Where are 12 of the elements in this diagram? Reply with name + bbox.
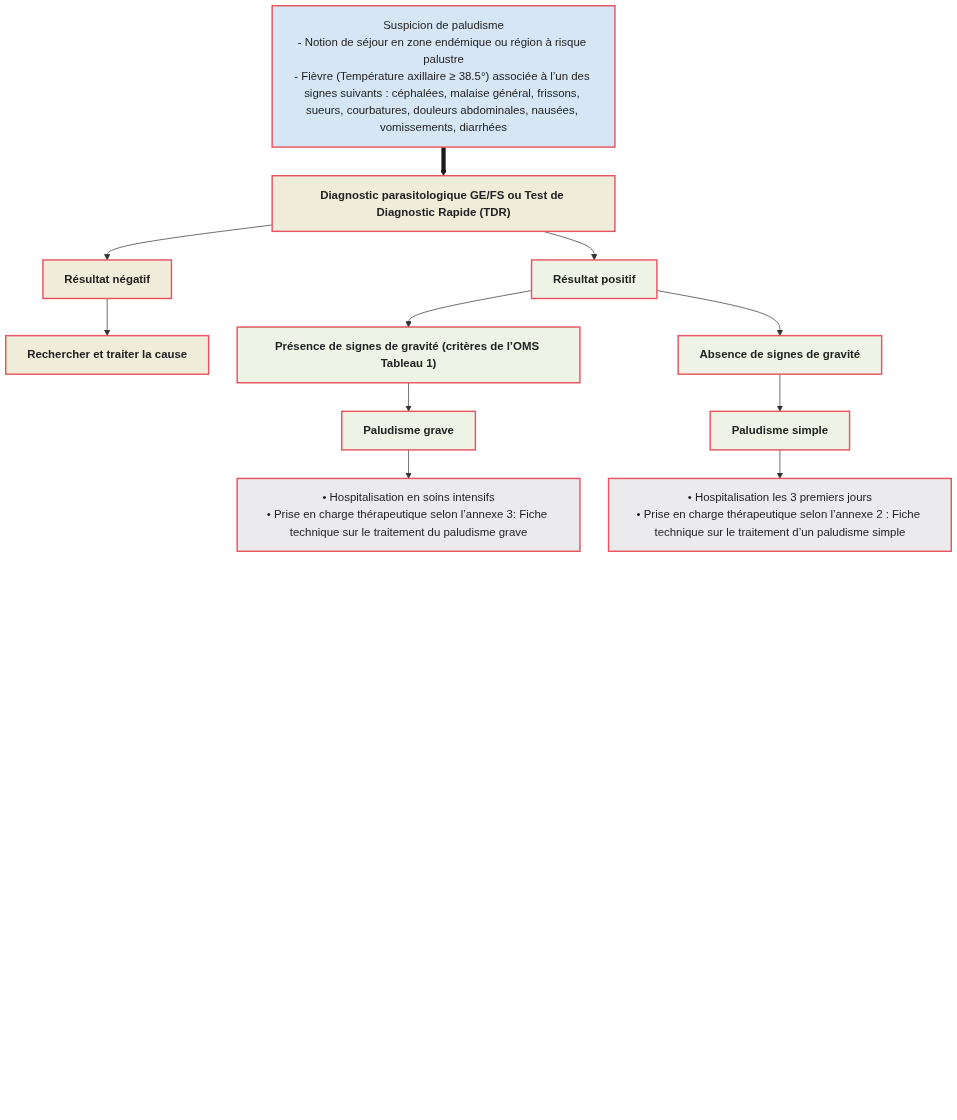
arrow <box>440 147 447 176</box>
node-box: Diagnostic parasitologique GE/FS ou Test de Diagnostic Rapide (TDR) <box>271 174 616 233</box>
node-box: Rechercher et traiter la cause <box>5 334 210 375</box>
node-box: Suspicion de paludisme - Notion de séjour en zone endémique ou région à risque palustre - Fièvre (Température axillaire ≥ 38.5°) associée à l’un des signes suivants : céphalées, malaise général, frissons, sueurs, courbatures, douleurs abdominales, nausées, vomissements, diarrhées <box>271 5 616 148</box>
node-box: Présence de signes de gravité (critères de l’OMS Tableau 1) <box>236 326 581 384</box>
node-box: • Hospitalisation en soins intensifs • Prise en charge thérapeutique selon l’annexe 3: Fiche technique sur le traitement du paludisme grave <box>236 477 581 552</box>
node-box: Paludisme grave <box>341 410 477 451</box>
node-box: Résultat négatif <box>42 259 173 300</box>
node-box: • Hospitalisation les 3 premiers jours • Prise en charge thérapeutique selon l’annexe 2 : Fiche technique sur le traitement d’un paludisme simple <box>607 477 952 552</box>
node-box: Paludisme simple <box>709 410 851 451</box>
node-box: Résultat positif <box>530 259 658 300</box>
node-box: Absence de signes de gravité <box>677 334 883 375</box>
